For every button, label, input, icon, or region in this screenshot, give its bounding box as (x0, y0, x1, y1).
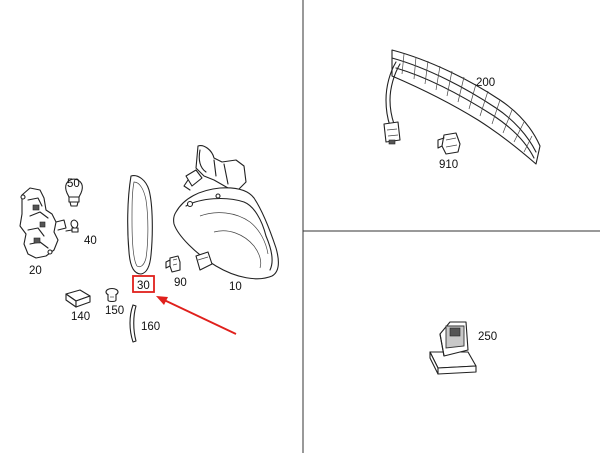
label-200: 200 (476, 77, 495, 89)
part-250-bracket (429, 321, 477, 375)
label-50: 50 (67, 178, 80, 190)
highlight-box-30 (132, 275, 155, 293)
part-140-block (65, 289, 91, 308)
label-90: 90 (174, 277, 187, 289)
part-160-trim-strip (129, 304, 137, 343)
part-30-mirror-glass (127, 175, 153, 275)
label-250: 250 (478, 331, 497, 343)
label-20: 20 (29, 265, 42, 277)
label-40: 40 (84, 235, 97, 247)
part-40-bulb (65, 219, 79, 233)
part-50-bulb (65, 178, 83, 207)
part-150-clip (105, 287, 119, 303)
pointer-arrow (156, 296, 237, 335)
part-20-motor-bracket (19, 187, 67, 259)
label-10: 10 (229, 281, 242, 293)
part-10-mirror-housing (173, 145, 279, 280)
part-90-fastener (165, 255, 181, 273)
label-160: 160 (141, 321, 160, 333)
label-910: 910 (439, 159, 458, 171)
label-140: 140 (71, 311, 90, 323)
part-200-indicator-strip (383, 49, 541, 165)
label-150: 150 (105, 305, 124, 317)
label-30: 30 (137, 280, 150, 292)
part-910-connector (437, 132, 461, 155)
